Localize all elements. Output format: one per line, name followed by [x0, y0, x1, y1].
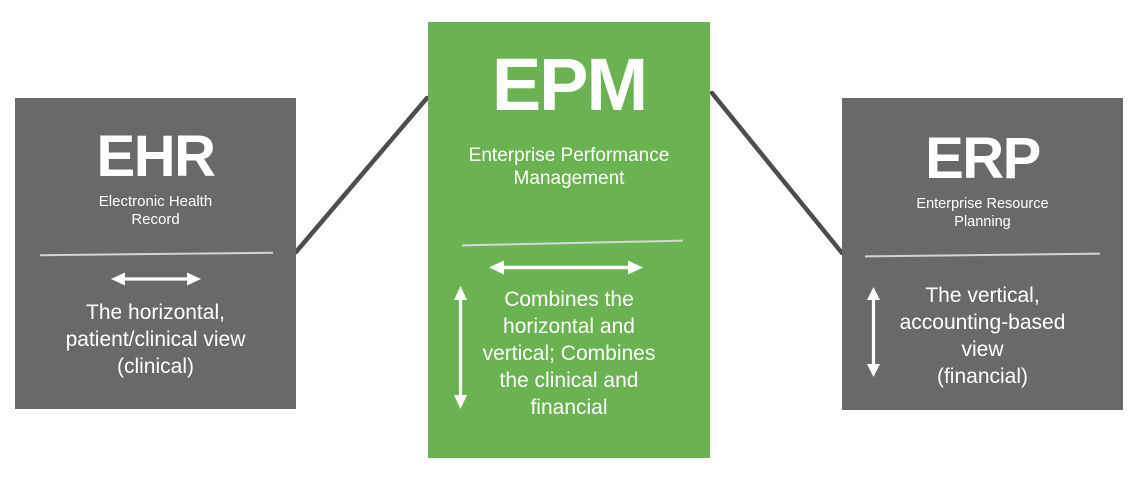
ehr-acronym: EHR: [96, 124, 216, 189]
connector-line-epm-erp: [709, 90, 845, 256]
vertical-double-arrow-icon: [454, 286, 467, 409]
epm-full-name: Enterprise Performance Management: [468, 145, 670, 189]
ehr-full-name: Electronic Health Record: [98, 193, 213, 228]
ehr-divider-line: [39, 251, 274, 257]
epm-divider-line: [462, 239, 683, 247]
connector-line-ehr-epm: [293, 95, 430, 255]
erp-box: ERP Enterprise Resource Planning The ver…: [842, 98, 1123, 410]
erp-full-name: Enterprise Resource Planning: [916, 196, 1049, 230]
epm-description: Combines the horizontal and vertical; Co…: [482, 288, 656, 419]
erp-divider-line: [864, 252, 1101, 258]
ehr-description: The horizontal, patient/clinical view (c…: [65, 301, 246, 378]
vertical-double-arrow-icon: [867, 287, 880, 377]
horizontal-double-arrow-icon: [489, 260, 643, 275]
ehr-box: EHR Electronic Health Record The horizon…: [15, 98, 296, 409]
erp-acronym: ERP: [925, 126, 1041, 191]
epm-box: EPM Enterprise Performance Management Co…: [428, 22, 710, 458]
horizontal-double-arrow-icon: [111, 272, 201, 286]
epm-acronym: EPM: [491, 43, 648, 126]
erp-description: The vertical, accounting-based view (fin…: [899, 284, 1066, 388]
